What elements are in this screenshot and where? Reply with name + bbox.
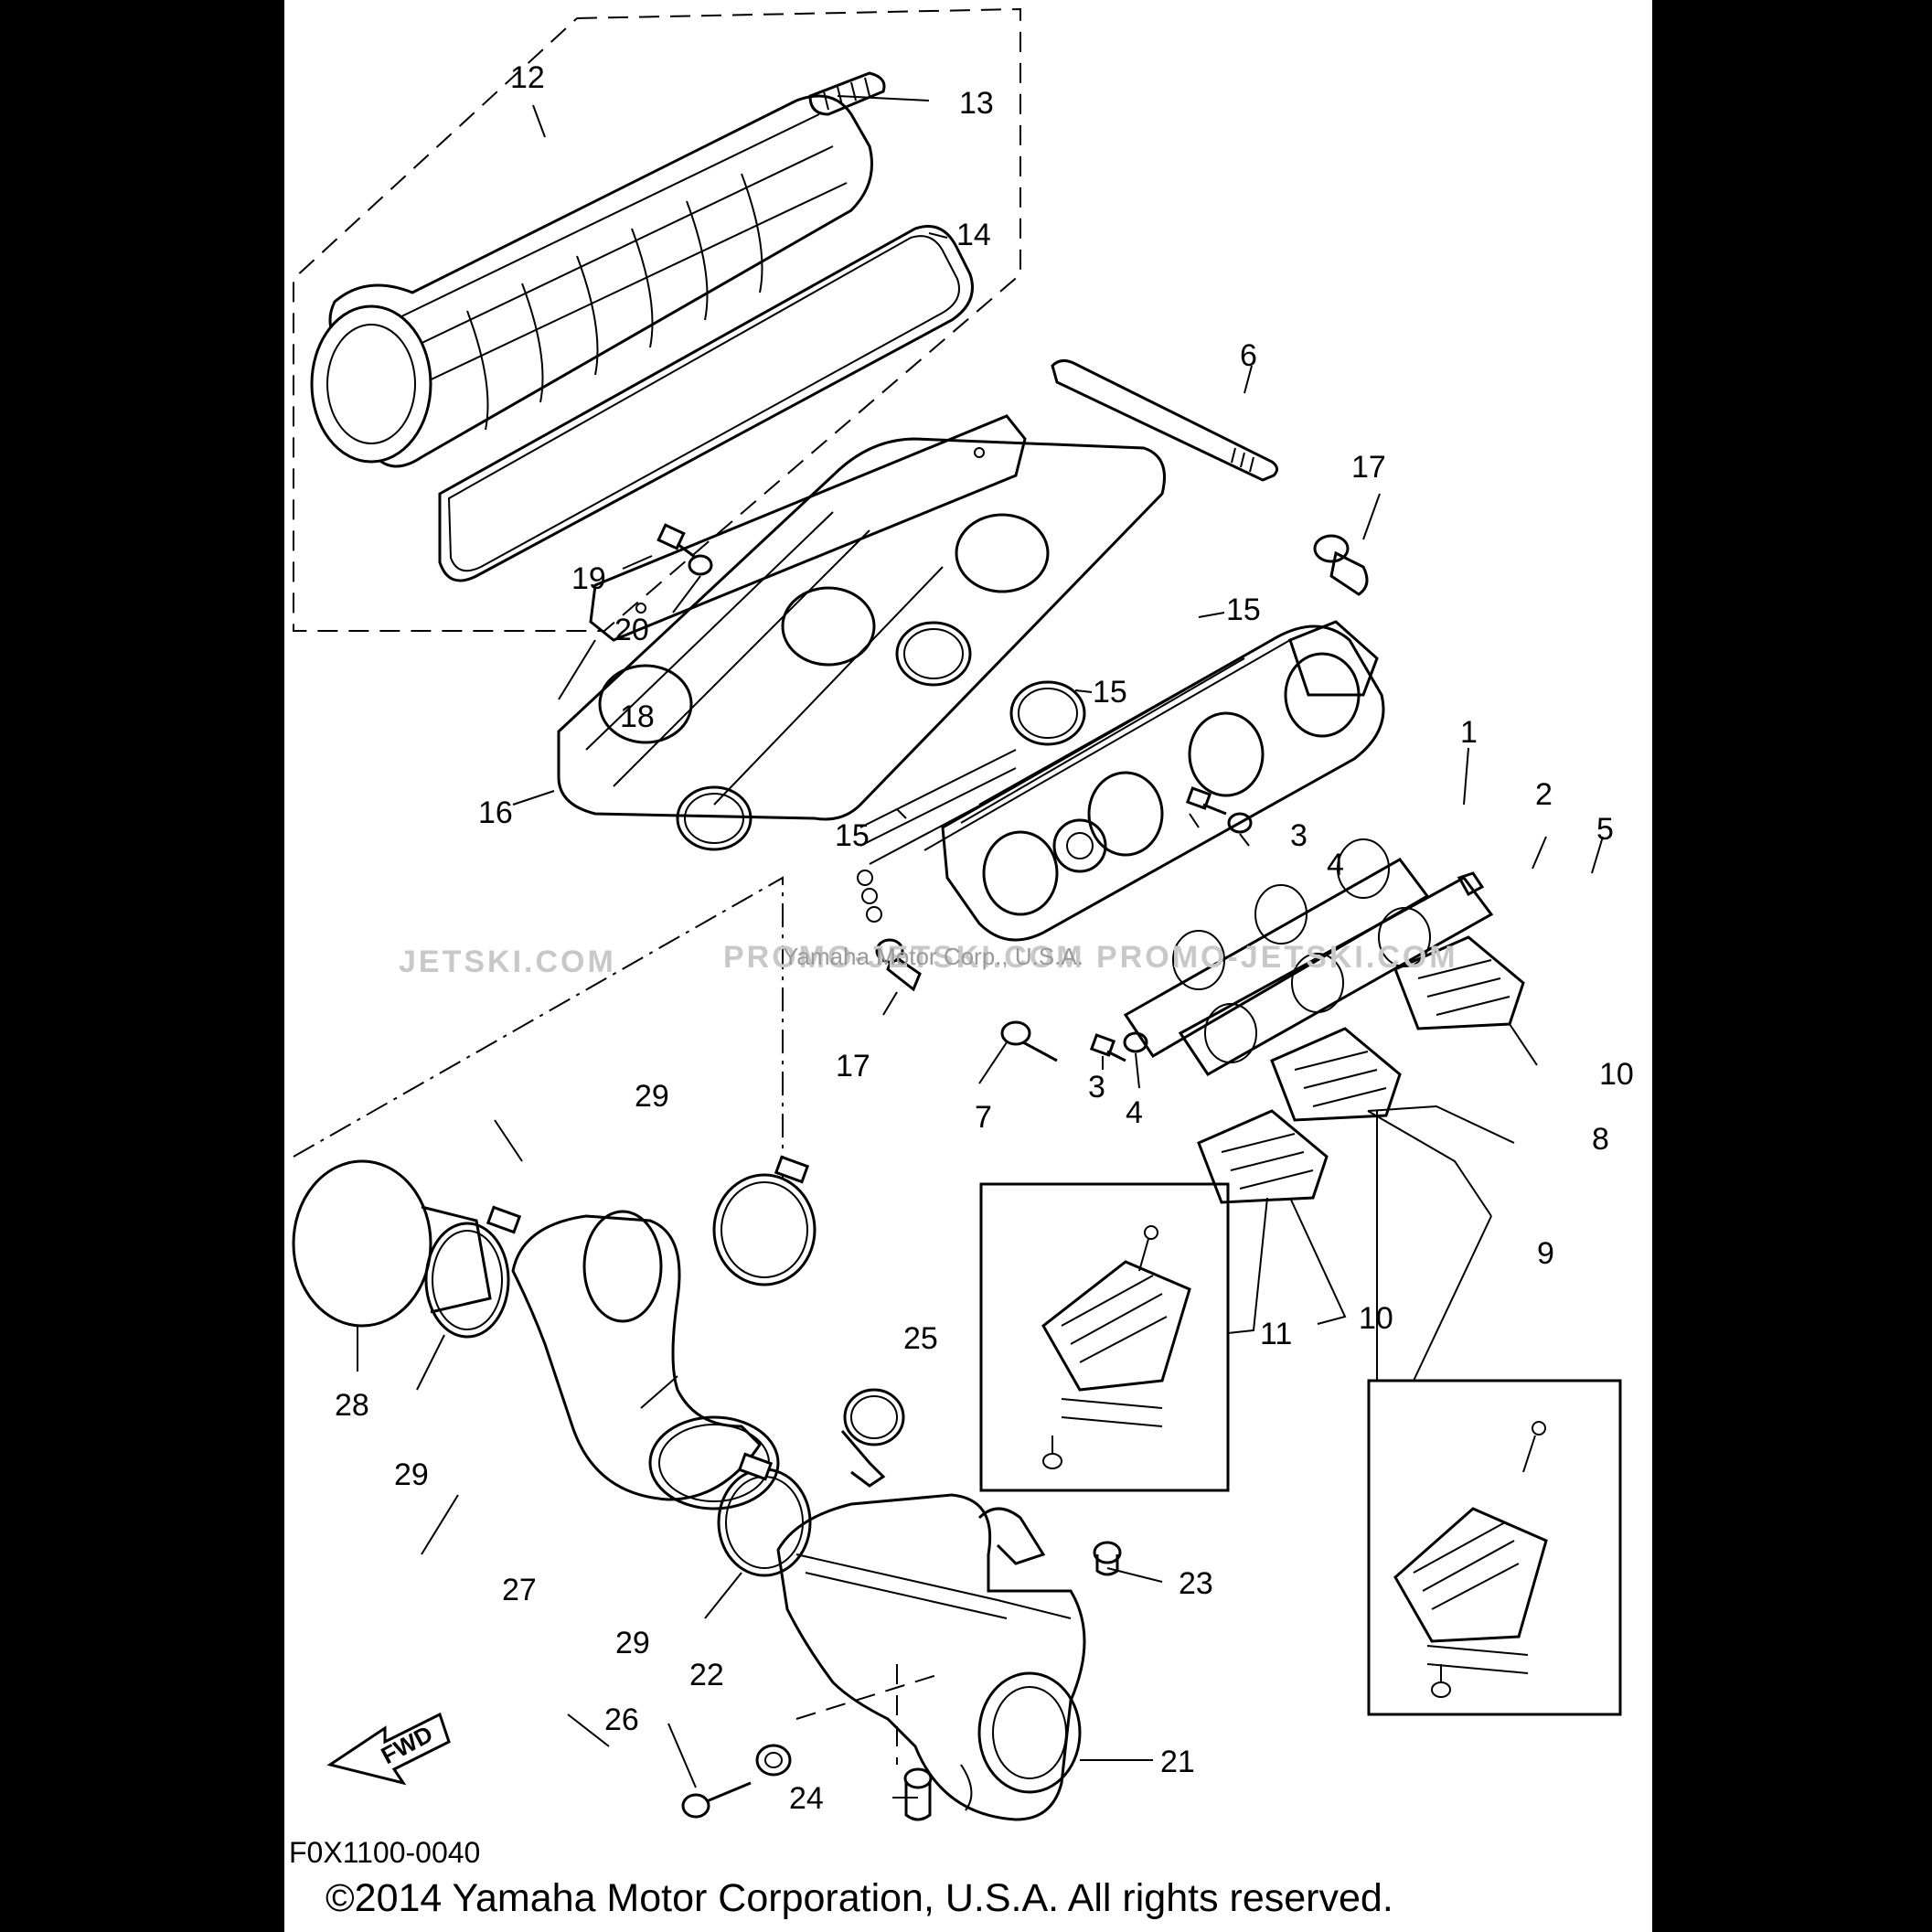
forward-direction-arrow: FWD: [326, 1712, 451, 1786]
clamp-part-29-c: [717, 1452, 812, 1577]
callout-6: 6: [1240, 338, 1257, 373]
callout-17-lower: 17: [836, 1049, 870, 1083]
callout-26: 26: [604, 1703, 639, 1737]
reed-valve-part-10-right: [1393, 935, 1525, 1030]
callout-14: 14: [956, 218, 991, 252]
leader-lines: [357, 95, 1604, 1799]
grommet-part-22: [755, 1744, 792, 1777]
washer-part-20: [688, 554, 713, 576]
callout-4-lower: 4: [1126, 1095, 1143, 1130]
watermark: JETSKI.COM PROMO-JETSKI.COM PROMO-JETSKI…: [399, 940, 1458, 979]
reed-valve-part-10-left: [1197, 1109, 1329, 1204]
callout-27: 27: [502, 1573, 537, 1607]
callout-17-top: 17: [1351, 450, 1386, 485]
clamp-part-25: [840, 1388, 905, 1488]
drain-part-24: [903, 1767, 933, 1821]
detail-box-part-9: [1367, 1379, 1622, 1716]
callout-numbers: 12 13 14 6 17 19 20 15 15 18 16 15 1 2 5…: [335, 60, 1634, 1816]
seal-part-14: [438, 225, 974, 582]
callout-15-lower: 15: [835, 818, 870, 853]
washer-part-4-lower: [1123, 1031, 1148, 1053]
callout-8: 8: [1592, 1122, 1609, 1157]
callout-5: 5: [1596, 812, 1614, 847]
diagram-sheet: FWD: [284, 0, 1652, 1932]
intake-duct-part-27: [511, 1210, 780, 1510]
callout-9: 9: [1537, 1236, 1554, 1271]
detail-box-part-11: [979, 1182, 1230, 1492]
o-rings-part-15: [676, 621, 1086, 851]
cover-group-boundary: [293, 7, 1021, 632]
callout-18: 18: [620, 699, 655, 734]
fitting-part-17-top: [1313, 534, 1369, 596]
reed-valve-part-10-mid: [1270, 1027, 1402, 1122]
bolt-part-19: [656, 523, 697, 560]
callout-29-bottom: 29: [615, 1626, 650, 1660]
clamp-part-29-a: [424, 1205, 522, 1339]
callout-10-lower: 10: [1359, 1301, 1393, 1336]
gasket-part-2: [1178, 876, 1494, 1076]
watermark-overlay: Yamaha Motor Corp., U.S.A.: [783, 943, 1083, 970]
screw-part-7: [1000, 1020, 1058, 1062]
figure-code: F0X1100-0040: [289, 1836, 480, 1869]
bolt-part-3-lower: [1089, 1033, 1126, 1062]
flame-arrester-part-28: [292, 1159, 492, 1328]
clamp-part-29-b: [712, 1155, 817, 1286]
bolt-part-6: [1051, 359, 1278, 482]
callout-3-lower: 3: [1088, 1070, 1105, 1105]
clip-part-5: [1457, 871, 1485, 897]
callout-28: 28: [335, 1388, 369, 1423]
watermark-right: PROMO-JETSKI.COM PROMO-JETSKI.COM: [723, 940, 1458, 975]
callout-15-middle: 15: [1093, 675, 1127, 710]
fitting-part-17-lower: [875, 938, 922, 992]
throttle-body-assembly: [857, 620, 1385, 942]
plate-part-18: [589, 414, 1027, 642]
callout-22: 22: [689, 1658, 724, 1692]
callout-24: 24: [789, 1781, 824, 1816]
callout-25: 25: [903, 1321, 938, 1356]
callout-4-upper: 4: [1327, 848, 1344, 882]
callout-21: 21: [1160, 1745, 1195, 1779]
callout-12: 12: [510, 60, 545, 95]
gasket-part-1: [1123, 838, 1430, 1059]
intake-guide-boundary: [293, 876, 784, 1179]
watermark-left: JETSKI.COM: [399, 945, 616, 979]
air-box-cover: [310, 94, 873, 468]
callout-16: 16: [478, 795, 513, 830]
callout-11: 11: [1260, 1317, 1292, 1351]
callout-3-upper: 3: [1290, 818, 1308, 853]
copyright-notice: ©2014 Yamaha Motor Corporation, U.S.A. A…: [326, 1876, 1393, 1920]
bolt-part-26: [681, 1781, 752, 1819]
exploded-parts-diagram: FWD: [289, 7, 1634, 1920]
callout-2: 2: [1535, 777, 1553, 812]
callout-15-upper: 15: [1226, 592, 1261, 627]
callout-1: 1: [1460, 715, 1478, 750]
intake-box-part-21: [776, 1493, 1086, 1821]
callout-10-right: 10: [1599, 1057, 1634, 1092]
callout-29-top: 29: [635, 1079, 669, 1114]
callout-19: 19: [571, 561, 606, 596]
bolt-part-3-upper: [1185, 786, 1227, 816]
frame-part-16: [557, 437, 1166, 821]
callout-13: 13: [959, 86, 994, 121]
callout-20: 20: [614, 613, 649, 647]
callout-7: 7: [975, 1100, 992, 1135]
callout-23: 23: [1179, 1566, 1213, 1601]
washer-part-4-upper: [1227, 812, 1253, 834]
callout-29-left: 29: [394, 1457, 429, 1492]
